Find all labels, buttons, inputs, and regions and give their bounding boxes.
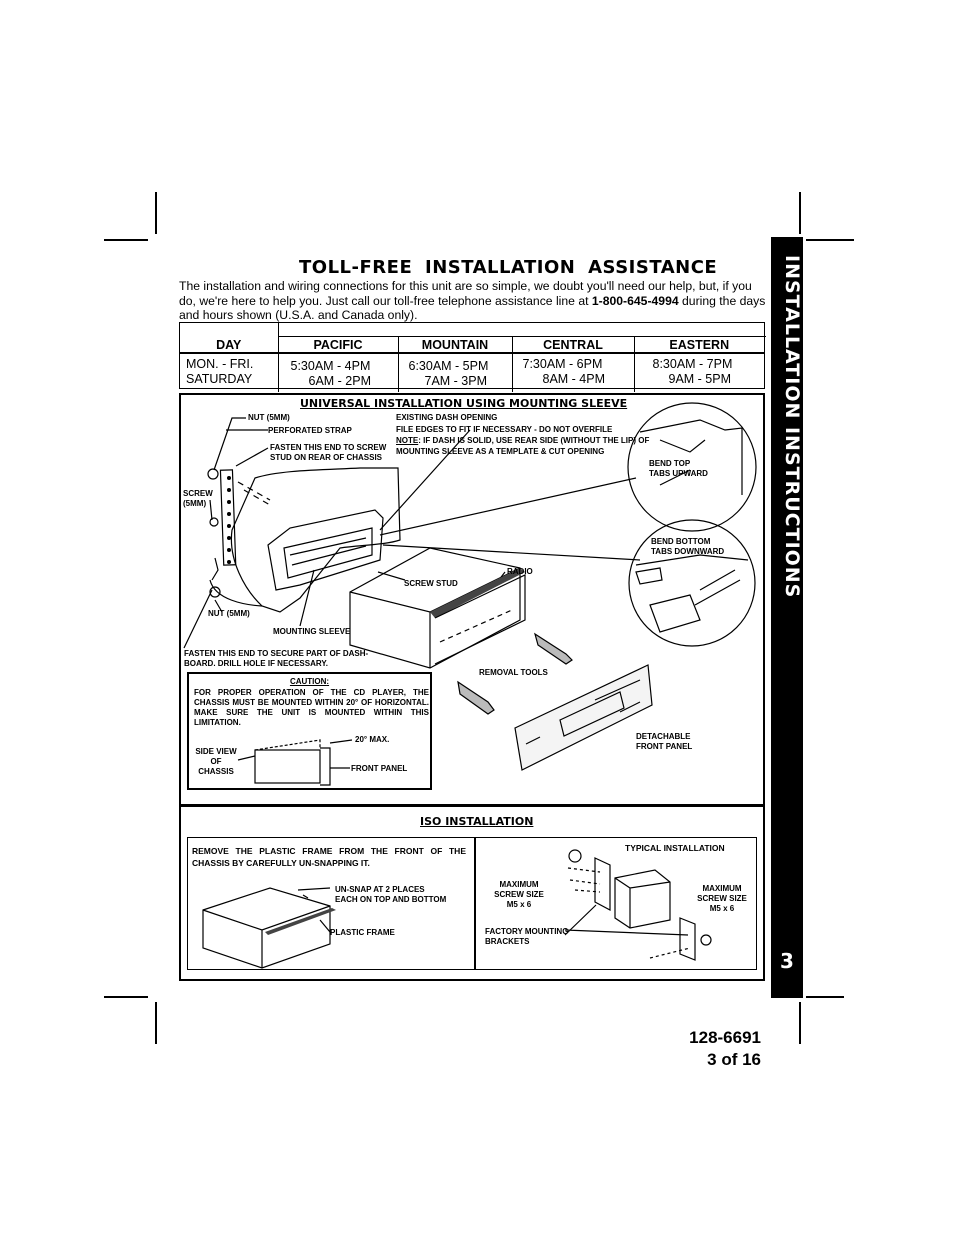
mountain-weekday: 6:30AM - 5PM (408, 359, 489, 373)
section-tab: INSTALLATION INSTRUCTIONS 3 (771, 237, 803, 998)
pacific-saturday: 6AM - 2PM (308, 374, 372, 388)
label-max-left-2: SCREW SIZE (494, 890, 544, 899)
document-number: 128-6691 3 of 16 (675, 1027, 761, 1071)
iso-divider (474, 838, 476, 969)
label-fasten-screw-1: FASTEN THIS END TO SCREW (270, 443, 387, 452)
intro-text-before: The installation and wiring connections … (179, 279, 752, 308)
crop-mark (806, 996, 844, 998)
caution-title: CAUTION: (289, 677, 330, 686)
label-brackets-2: BRACKETS (485, 937, 530, 946)
document-page-count: 3 of 16 (707, 1050, 761, 1069)
label-dash-note-line: NOTE: IF DASH IS SOLID, USE REAR SIDE (W… (396, 436, 649, 446)
crop-mark (155, 192, 157, 234)
label-unsnap-1: UN-SNAP AT 2 PLACES (335, 885, 425, 894)
label-perforated-strap: PERFORATED STRAP (268, 426, 352, 435)
weekday-label: MON. - FRI. (186, 357, 254, 371)
label-bend-bottom-1: BEND BOTTOM (651, 537, 711, 546)
label-dash-1: EXISTING DASH OPENING (396, 413, 498, 422)
label-brackets-1: FACTORY MOUNTING (485, 927, 569, 936)
label-dash-4: MOUNTING SLEEVE AS A TEMPLATE & CUT OPEN… (396, 447, 605, 456)
label-typical-installation: TYPICAL INSTALLATION (625, 843, 725, 853)
iso-installation-panel (179, 805, 765, 981)
mountain-saturday: 7AM - 3PM (424, 374, 488, 388)
saturday-label: SATURDAY (186, 372, 253, 386)
crop-mark (799, 192, 801, 234)
intro-paragraph: The installation and wiring connections … (179, 279, 769, 323)
crop-mark (104, 239, 148, 241)
table-top-strip (278, 323, 766, 337)
page-heading: TOLL-FREE INSTALLATION ASSISTANCE (299, 257, 718, 278)
label-screw-stud: SCREW STUD (404, 579, 458, 588)
header-day: DAY (180, 337, 279, 354)
label-dash-3: : IF DASH IS SOLID, USE REAR SIDE (WITHO… (418, 436, 650, 445)
header-eastern: EASTERN (634, 337, 764, 354)
label-plastic-frame: PLASTIC FRAME (330, 928, 395, 937)
label-max-right-2: SCREW SIZE (697, 894, 747, 903)
hours-table: DAY PACIFIC MOUNTAIN CENTRAL EASTERN MON… (180, 337, 764, 392)
caution-body: FOR PROPER OPERATION OF THE CD PLAYER, T… (194, 688, 429, 727)
central-weekday: 7:30AM - 6PM (522, 357, 603, 371)
label-removal-tools: REMOVAL TOOLS (479, 668, 548, 677)
label-side-view-1: SIDE VIEW (195, 747, 237, 756)
label-max-right-1: MAXIMUM (702, 884, 742, 893)
phone-number: 1-800-645-4994 (591, 293, 679, 308)
label-side-view-2: OF (210, 757, 222, 766)
crop-mark (806, 239, 854, 241)
pacific-weekday: 5:30AM - 4PM (290, 359, 371, 373)
label-fasten-dash-1: FASTEN THIS END TO SECURE PART OF DASH- (184, 649, 369, 658)
iso-content-box (187, 837, 757, 970)
central-saturday: 8AM - 4PM (542, 372, 606, 386)
label-side-view-3: CHASSIS (198, 767, 234, 776)
intro-text-after: during the days and hours shown (U.S.A. … (179, 293, 766, 323)
header-central: CENTRAL (512, 337, 635, 354)
label-max-left-1: MAXIMUM (499, 880, 539, 889)
document-code: 128-6691 (689, 1028, 761, 1047)
day-cell: MON. - FRI.SATURDAY (180, 353, 279, 392)
iso-instruction: REMOVE THE PLASTIC FRAME FROM THE FRONT … (192, 846, 466, 868)
label-dash-2: FILE EDGES TO FIT IF NECESSARY - DO NOT … (396, 425, 613, 434)
label-bend-top-2: TABS UPWARD (649, 469, 708, 478)
label-bend-bottom-2: TABS DOWNWARD (651, 547, 725, 556)
label-max-left-3: M5 x 6 (506, 900, 532, 909)
crop-mark (104, 996, 148, 998)
label-nut-bottom: NUT (5MM) (208, 609, 250, 618)
label-nut-top: NUT (5MM) (248, 413, 290, 422)
label-note: NOTE (396, 436, 419, 445)
label-max-angle: 20° MAX. (355, 735, 390, 744)
crop-mark (155, 1002, 157, 1044)
header-mountain: MOUNTAIN (398, 337, 513, 354)
label-radio: RADIO (507, 567, 533, 576)
caution-title-text: CAUTION (289, 677, 327, 686)
eastern-saturday: 9AM - 5PM (668, 372, 732, 386)
iso-installation-title: ISO INSTALLATION (420, 815, 534, 828)
page-number: 3 (780, 949, 794, 973)
label-front-panel-2: FRONT PANEL (636, 742, 693, 751)
label-caution-front-panel: FRONT PANEL (351, 764, 408, 773)
label-front-panel-1: DETACHABLE (636, 732, 691, 741)
eastern-weekday: 8:30AM - 7PM (652, 357, 733, 371)
label-fasten-dash-2: BOARD. DRILL HOLE IF NECESSARY. (184, 659, 329, 668)
header-pacific: PACIFIC (278, 337, 399, 354)
label-fasten-screw-2: STUD ON REAR OF CHASSIS (270, 453, 383, 462)
crop-mark (799, 1002, 801, 1044)
label-mounting-sleeve: MOUNTING SLEEVE (273, 627, 351, 636)
universal-installation-title: UNIVERSAL INSTALLATION USING MOUNTING SL… (300, 397, 628, 410)
hours-table-frame: DAY PACIFIC MOUNTAIN CENTRAL EASTERN MON… (179, 322, 766, 392)
label-bend-top-1: BEND TOP (649, 459, 691, 468)
label-screw-2: (5MM) (183, 499, 207, 508)
section-tab-title: INSTALLATION INSTRUCTIONS (781, 255, 803, 599)
label-max-right-3: M5 x 6 (709, 904, 735, 913)
label-screw-1: SCREW (183, 489, 213, 498)
caution-box: CAUTION: FOR PROPER OPERATION OF THE CD … (187, 672, 432, 790)
label-unsnap-2: EACH ON TOP AND BOTTOM (335, 895, 447, 904)
